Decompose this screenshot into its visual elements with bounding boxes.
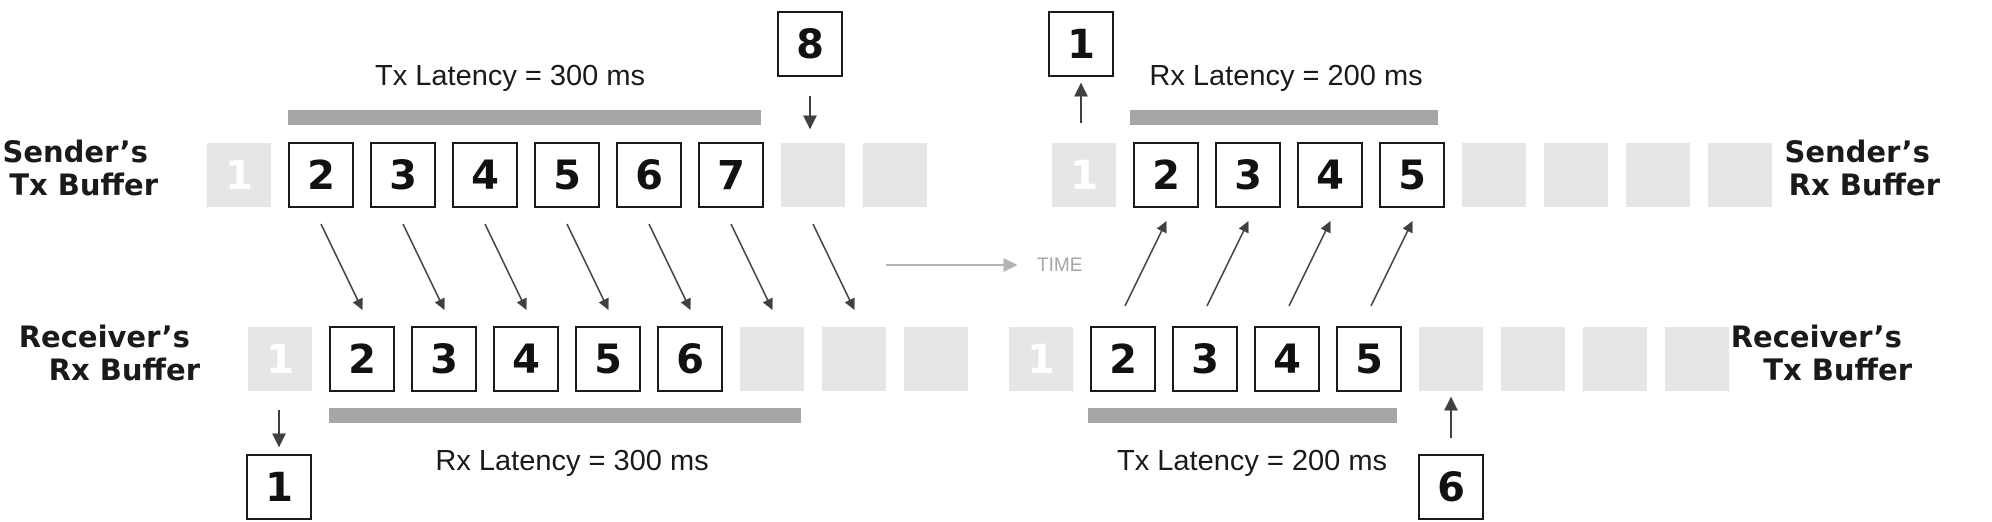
cell-number: 4 (1316, 153, 1344, 199)
rx-to-tx-arrow (1288, 220, 1331, 307)
buffer-cell: 5 (1336, 326, 1402, 392)
buffer-cell: 4 (493, 326, 559, 392)
tx-to-rx-arrow (566, 223, 609, 311)
cell-number: 2 (307, 153, 335, 199)
buffer-cell-empty (1708, 143, 1772, 207)
buffer-cell-empty (1665, 327, 1729, 391)
buffer-cell-empty: 1 (1009, 327, 1073, 391)
incoming-packet-receiver-tx: 6 (1418, 454, 1484, 520)
cell-number: 3 (430, 337, 458, 383)
receiver-tx-buffer-label: Receiver’s Tx Buffer (1731, 320, 1913, 387)
receiver-tx-buffer: 1 2 3 4 5 (1009, 326, 1729, 392)
buffer-cell-empty (1583, 327, 1647, 391)
buffer-cell: 2 (1133, 142, 1199, 208)
buffer-cell-empty (740, 327, 804, 391)
cell-number: 7 (717, 153, 745, 199)
packet-number: 6 (1437, 465, 1465, 511)
buffer-cell: 6 (657, 326, 723, 392)
cell-number: 1 (266, 337, 294, 383)
tx-to-rx-arrow (648, 223, 691, 311)
sender-tx-buffer: 1 2 3 4 5 6 7 (207, 142, 927, 208)
sender-rx-buffer-label: Sender’s Rx Buffer (1784, 135, 1940, 202)
outgoing-packet-sender-rx: 1 (1048, 11, 1114, 77)
cell-number: 3 (1234, 153, 1262, 199)
sender-tx-buffer-label: Sender’s Tx Buffer (2, 135, 158, 202)
packet-number: 8 (796, 22, 824, 68)
buffer-cell: 6 (616, 142, 682, 208)
cell-number: 6 (635, 153, 663, 199)
outgoing-packet-receiver-rx: 1 (246, 454, 312, 520)
rx-to-tx-arrow (1124, 220, 1167, 307)
packet-number: 1 (1067, 22, 1095, 68)
buffer-cell-empty (822, 327, 886, 391)
cell-number: 5 (553, 153, 581, 199)
cell-number: 4 (1273, 337, 1301, 383)
cell-number: 6 (676, 337, 704, 383)
buffer-cell: 5 (575, 326, 641, 392)
receiver-rx-buffer-label: Receiver’s Rx Buffer (19, 320, 201, 387)
buffer-cell: 4 (1297, 142, 1363, 208)
buffer-cell-empty: 1 (248, 327, 312, 391)
buffer-cell-empty: 1 (207, 143, 271, 207)
buffer-cell: 3 (1172, 326, 1238, 392)
buffer-cell: 2 (1090, 326, 1156, 392)
buffer-cell-empty (781, 143, 845, 207)
cell-number: 4 (512, 337, 540, 383)
tx-to-rx-arrow (730, 223, 773, 311)
left-tx-latency-bar (288, 110, 761, 125)
buffer-cell-empty (1501, 327, 1565, 391)
tx-to-rx-arrow (812, 223, 855, 311)
rx-to-tx-arrow (1370, 220, 1413, 307)
buffer-cell: 5 (1379, 142, 1445, 208)
tx-to-rx-arrow (320, 223, 363, 311)
buffer-cell: 3 (1215, 142, 1281, 208)
left-rx-latency-bar (329, 408, 801, 423)
cell-number: 2 (348, 337, 376, 383)
buffer-cell: 4 (1254, 326, 1320, 392)
buffer-cell-empty (1419, 327, 1483, 391)
time-label: TIME (1037, 255, 1082, 276)
right-tx-latency-bar (1088, 408, 1397, 423)
tx-to-rx-arrow (402, 223, 445, 311)
cell-number: 1 (1070, 153, 1098, 199)
buffer-cell-empty (1626, 143, 1690, 207)
buffer-cell: 4 (452, 142, 518, 208)
left-tx-latency-label: Tx Latency = 300 ms (375, 60, 645, 92)
packet-number: 1 (265, 465, 293, 511)
transfer-arrows (320, 220, 1413, 311)
buffer-cell: 5 (534, 142, 600, 208)
buffer-cell: 3 (411, 326, 477, 392)
cell-number: 5 (594, 337, 622, 383)
right-rx-latency-bar (1130, 110, 1438, 125)
right-rx-latency-label: Rx Latency = 200 ms (1149, 60, 1422, 92)
cell-number: 2 (1109, 337, 1137, 383)
right-tx-latency-label: Tx Latency = 200 ms (1117, 445, 1387, 477)
cell-number: 1 (225, 153, 253, 199)
cell-number: 5 (1355, 337, 1383, 383)
buffer-cell-empty (1544, 143, 1608, 207)
cell-number: 3 (389, 153, 417, 199)
cell-number: 3 (1191, 337, 1219, 383)
tx-to-rx-arrow (484, 223, 527, 311)
sender-rx-buffer: 1 2 3 4 5 (1052, 142, 1772, 208)
cell-number: 4 (471, 153, 499, 199)
buffer-cell: 3 (370, 142, 436, 208)
buffer-cell-empty (863, 143, 927, 207)
buffer-cell: 2 (329, 326, 395, 392)
cell-number: 5 (1398, 153, 1426, 199)
cell-number: 2 (1152, 153, 1180, 199)
incoming-packet-sender-tx: 8 (777, 11, 843, 77)
buffer-cell-empty (1462, 143, 1526, 207)
buffer-cell-empty (904, 327, 968, 391)
rx-to-tx-arrow (1206, 220, 1249, 307)
cell-number: 1 (1027, 337, 1055, 383)
left-rx-latency-label: Rx Latency = 300 ms (435, 445, 708, 477)
buffer-cell: 2 (288, 142, 354, 208)
receiver-rx-buffer: 1 2 3 4 5 6 (248, 326, 968, 392)
buffer-cell: 7 (698, 142, 764, 208)
buffer-cell-empty: 1 (1052, 143, 1116, 207)
